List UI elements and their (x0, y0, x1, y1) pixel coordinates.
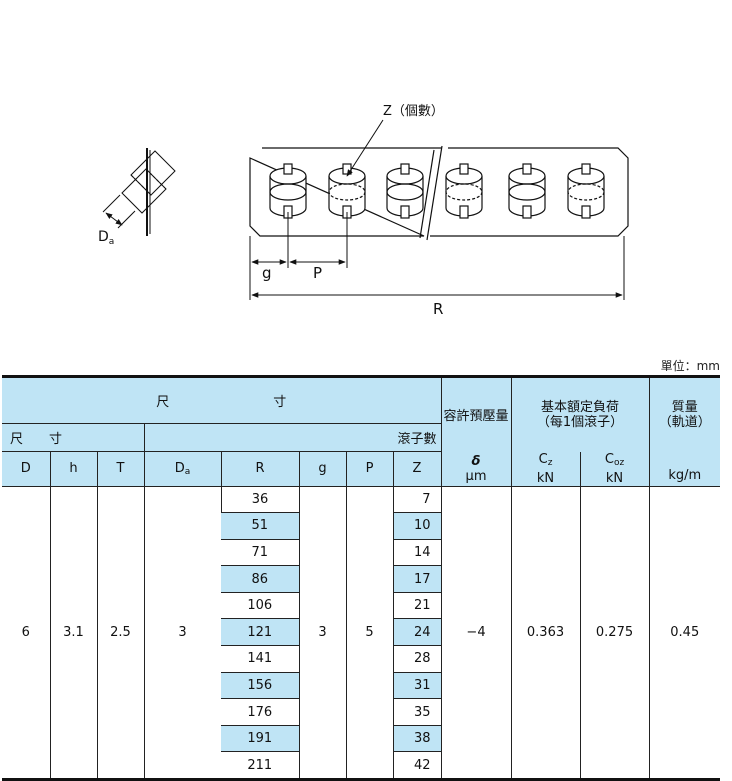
col-da-main: D (174, 460, 185, 476)
r-value: 36 (220, 486, 300, 514)
col-h: h (49, 451, 97, 487)
value-da: 3 (143, 486, 221, 781)
z-value: 14 (392, 539, 442, 567)
z-value: 28 (392, 645, 442, 673)
preload-unit-cell: δ μm (440, 451, 512, 487)
z-count-label: Z（個數） (383, 104, 444, 119)
col-g: g (298, 451, 346, 487)
header-mass-line1: 質量 (671, 399, 698, 415)
unit-mass: kg/m (668, 467, 702, 483)
r-value: 191 (221, 725, 300, 753)
g-label: g (262, 264, 272, 282)
table-row: 71 14 (2, 539, 720, 567)
col-p: P (345, 451, 393, 487)
header-roller-count: 滾子數 (143, 423, 442, 452)
z-value: 10 (392, 512, 442, 540)
r-value: 106 (221, 592, 300, 620)
r-value: 51 (221, 512, 300, 540)
header-load-line2: （每1個滾子） (536, 414, 624, 430)
coz-cell: Coz kN (579, 451, 650, 487)
value-preload: −4 (440, 486, 512, 781)
z-value: 7 (392, 486, 442, 514)
value-g: 3 (298, 486, 346, 781)
r-value: 176 (221, 698, 300, 726)
col-t: T (96, 451, 144, 487)
unit-coz: kN (605, 470, 624, 486)
table-row: 176 35 (2, 698, 720, 726)
z-value: 31 (392, 672, 442, 700)
header-coz: Coz (604, 451, 625, 468)
dimension-lines (249, 212, 625, 300)
table-row: 51 10 (2, 512, 720, 540)
r-value: 211 (221, 751, 300, 781)
roller (386, 163, 424, 219)
r-value: 86 (221, 565, 300, 593)
col-da-sub: a (184, 466, 191, 477)
table-row: 86 17 (2, 565, 720, 593)
r-value: 71 (221, 539, 300, 567)
specification-table: 尺 寸 容許預壓量 基本額定負荷 （每1個滾子） 質量 （軌道） 尺 寸 滾子數… (2, 375, 721, 781)
col-d: D (2, 451, 50, 487)
rollers (269, 163, 605, 219)
header-preload: 容許預壓量 (440, 375, 512, 452)
z-leader-line (346, 119, 384, 177)
roller (508, 163, 546, 219)
technical-drawing: Da Z（個數） g P R (98, 104, 629, 318)
table-row: 106 21 (2, 592, 720, 620)
value-mass: 0.45 (648, 486, 721, 781)
value-d: 6 (2, 486, 50, 781)
col-da: Da (143, 451, 221, 487)
header-cz: Cz (538, 451, 553, 468)
header-basic-load: 基本額定負荷 （每1個滾子） (510, 375, 650, 452)
header-delta: δ (471, 453, 481, 469)
roller (269, 163, 307, 219)
table-row: 156 31 (2, 672, 720, 700)
z-value: 38 (392, 725, 442, 753)
header-mass: 質量 （軌道） (648, 375, 721, 452)
side-view (102, 148, 176, 236)
r-value: 121 (221, 618, 300, 647)
col-z: Z (392, 451, 442, 487)
roller-cage-plate (249, 145, 629, 241)
unit-preload: μm (465, 468, 487, 484)
header-dimensions: 尺 寸 (2, 375, 442, 424)
da-label: Da (98, 229, 114, 247)
cz-cell: Cz kN (510, 451, 581, 487)
roller (567, 163, 605, 219)
table-row: 191 38 (2, 725, 720, 753)
header-dimensions-sub: 尺 寸 (2, 423, 144, 452)
r-label: R (433, 300, 443, 318)
roller (445, 163, 483, 219)
z-value: 17 (392, 565, 442, 593)
header-mass-line2: （軌道） (658, 414, 711, 430)
z-value: 35 (392, 698, 442, 726)
unit-cz: kN (536, 470, 555, 486)
table-row: 121 24 (2, 618, 720, 647)
roller (328, 163, 366, 219)
value-cz: 0.363 (510, 486, 581, 781)
z-value: 42 (392, 751, 442, 781)
p-label: P (313, 264, 322, 282)
col-r: R (220, 451, 299, 487)
header-load-line1: 基本額定負荷 (541, 399, 620, 415)
value-h: 3.1 (49, 486, 97, 781)
value-p: 5 (345, 486, 393, 781)
table-row: 141 28 (2, 645, 720, 673)
r-value: 156 (221, 672, 300, 700)
z-value: 24 (392, 618, 442, 647)
value-t: 2.5 (96, 486, 144, 781)
z-value: 21 (392, 592, 442, 620)
r-value: 141 (221, 645, 300, 673)
unit-note: 單位：mm (660, 359, 720, 373)
mass-unit-cell: kg/m (648, 451, 721, 487)
value-coz: 0.275 (579, 486, 650, 781)
